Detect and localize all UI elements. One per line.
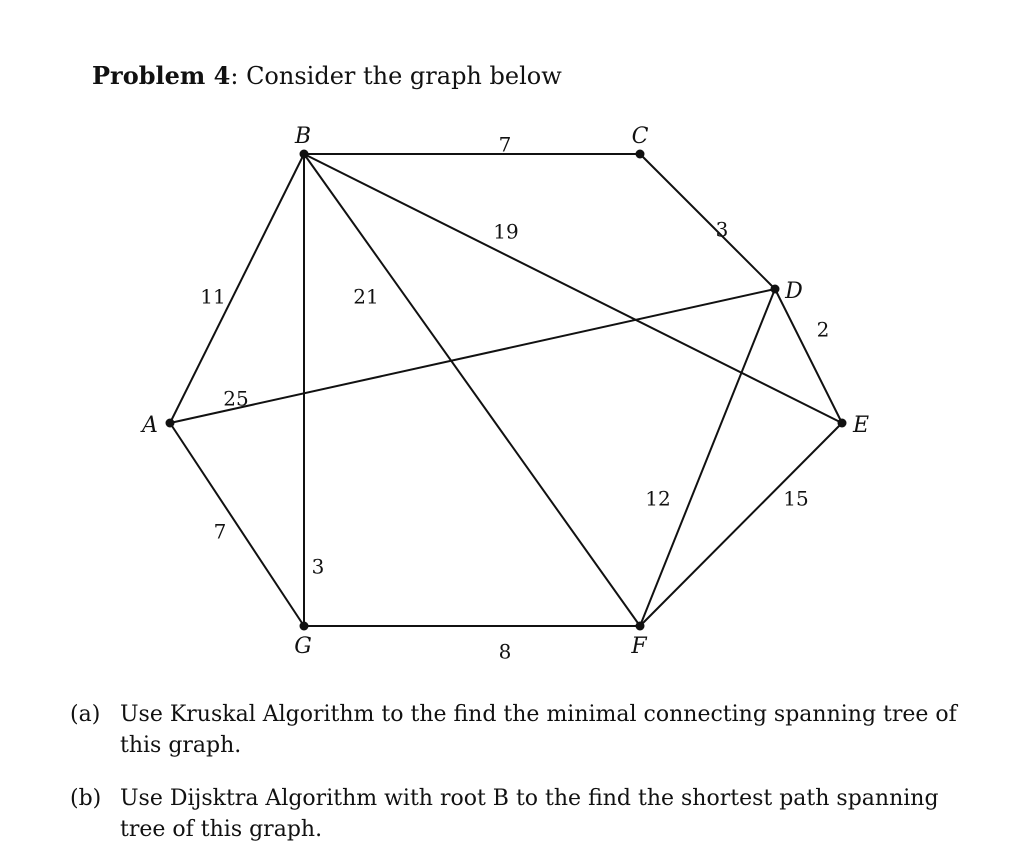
edge-weight-g-f: 8 [499,640,512,664]
edge-weight-d-e: 2 [817,318,830,342]
problem-heading: Problem 4: Consider the graph below [92,60,562,92]
edges-layer: 7 3 19 11 21 2 25 12 15 7 3 8 [169,133,843,664]
part-b-tag: (b) [70,786,102,811]
vertex-f-label: F [630,634,647,659]
edge-b-f [303,153,641,627]
problem-separator: : [230,62,239,90]
edge-weight-b-f: 21 [353,285,378,309]
edge-weight-e-f: 15 [783,487,808,511]
vertex-d-label: D [784,279,803,304]
vertices-layer: A B C D E F G [140,124,869,659]
edge-weight-d-f: 12 [645,487,670,511]
part-a-text: Use Kruskal Algorithm to the find the mi… [120,702,957,758]
vertex-g-label: G [294,634,312,659]
problem-label: Problem 4 [92,61,231,90]
vertex-c-label: C [632,124,649,149]
edge-weight-b-e: 19 [493,220,518,244]
edge-b-a [169,153,305,424]
edge-c-d [639,153,776,290]
part-a: (a) Use Kruskal Algorithm to the find th… [70,699,970,761]
graph-diagram: 7 3 19 11 21 2 25 12 15 7 3 8 A B C D E F G [140,124,869,664]
part-b-text: Use Dijsktra Algorithm with root B to th… [120,786,939,842]
edge-d-f [639,288,776,627]
edge-weight-a-g: 7 [214,520,227,544]
vertex-c-dot [635,149,645,159]
part-a-tag: (a) [70,702,101,727]
vertex-g-dot [299,621,309,631]
edge-weight-a-d: 25 [223,387,248,411]
vertex-b-label: B [294,124,311,149]
edge-d-e [774,288,843,424]
edge-e-f [639,422,843,627]
vertex-f-dot [635,621,645,631]
edge-b-e [303,153,843,424]
edge-weight-b-g: 3 [312,555,325,579]
part-b: (b) Use Dijsktra Algorithm with root B t… [70,783,970,845]
edge-weight-b-c: 7 [499,133,512,157]
vertex-d-dot [770,284,780,294]
edge-weight-c-d: 3 [716,218,729,242]
edge-weight-b-a: 11 [200,285,225,309]
vertex-e-dot [837,418,847,428]
vertex-a-label: A [140,413,158,438]
vertex-b-dot [299,149,309,159]
edge-a-g [169,422,305,627]
vertex-e-label: E [852,413,869,438]
edge-a-d [169,288,776,424]
problem-text: Consider the graph below [246,62,562,90]
vertex-a-dot [165,418,175,428]
